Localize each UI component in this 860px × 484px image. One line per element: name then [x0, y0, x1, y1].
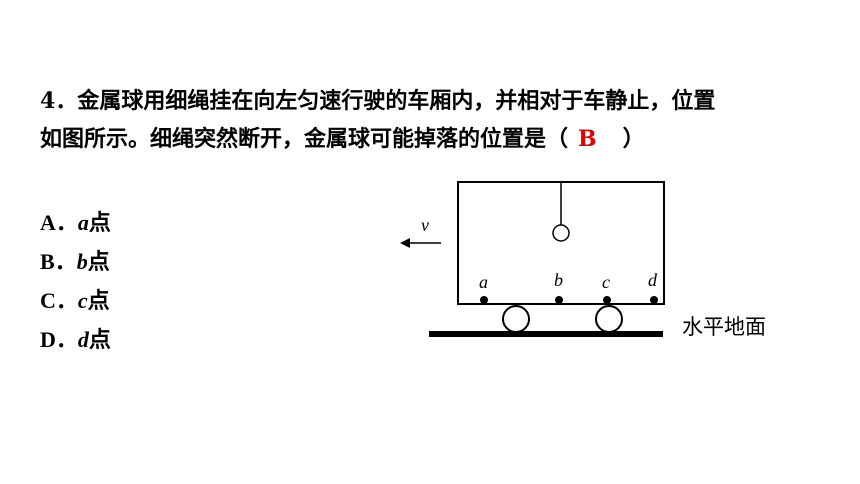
question-stem-part-1: ．金属球用细绳挂在向左匀速行驶的车厢内，并相对于车静止，位置 — [55, 88, 716, 114]
option-separator: ． — [55, 327, 78, 353]
option-separator: ． — [54, 249, 77, 275]
point-b — [555, 296, 563, 304]
option-c[interactable]: C．c点 — [40, 281, 111, 320]
question-stem-part-2: 如图所示。细绳突然断开，金属球可能掉落的位置是 — [40, 126, 547, 152]
option-letter: A — [40, 210, 56, 235]
option-separator: ． — [55, 210, 78, 236]
wheel-right — [595, 305, 623, 333]
answer-text: B — [578, 126, 597, 152]
point-label-c: c — [602, 272, 610, 292]
point-label-b: b — [554, 270, 563, 290]
point-a — [480, 296, 488, 304]
ground-label: 水平地面 — [682, 315, 766, 339]
option-variable: c — [77, 288, 88, 313]
question-text: 4．金属球用细绳挂在向左匀速行驶的车厢内，并相对于车静止，位置 如图所示。细绳突… — [40, 82, 830, 158]
ground — [429, 331, 663, 337]
option-suffix: 点 — [87, 249, 110, 275]
option-letter: C — [40, 288, 56, 313]
option-variable: b — [76, 249, 88, 274]
option-separator: ． — [55, 288, 78, 314]
point-d — [650, 296, 658, 304]
question-line-2: 如图所示。细绳突然断开，金属球可能掉落的位置是（ B ） — [40, 120, 830, 158]
point-c — [603, 296, 611, 304]
option-a[interactable]: A．a点 — [40, 203, 111, 242]
option-b[interactable]: B．b点 — [40, 242, 111, 281]
wheel-left — [502, 305, 530, 333]
question-number: 4 — [40, 88, 56, 114]
point-label-a: a — [479, 272, 488, 292]
options-list: A．a点 B．b点 C．c点 D．d点 — [40, 203, 111, 359]
paren-open: （ — [546, 126, 569, 152]
paren-close: ） — [622, 126, 645, 152]
option-variable: a — [77, 210, 89, 235]
train-car-diagram: v a b c d — [400, 181, 665, 337]
metal-ball — [552, 224, 570, 242]
velocity-arrow-head — [400, 238, 410, 248]
option-suffix: 点 — [88, 210, 111, 236]
option-suffix: 点 — [87, 288, 110, 314]
option-variable: d — [77, 327, 89, 352]
option-letter: B — [40, 249, 55, 274]
velocity-label: v — [421, 215, 429, 235]
option-letter: D — [40, 327, 56, 352]
option-d[interactable]: D．d点 — [40, 320, 111, 359]
option-suffix: 点 — [88, 327, 111, 353]
question-line-1: 4．金属球用细绳挂在向左匀速行驶的车厢内，并相对于车静止，位置 — [40, 82, 830, 120]
point-label-d: d — [648, 270, 658, 290]
